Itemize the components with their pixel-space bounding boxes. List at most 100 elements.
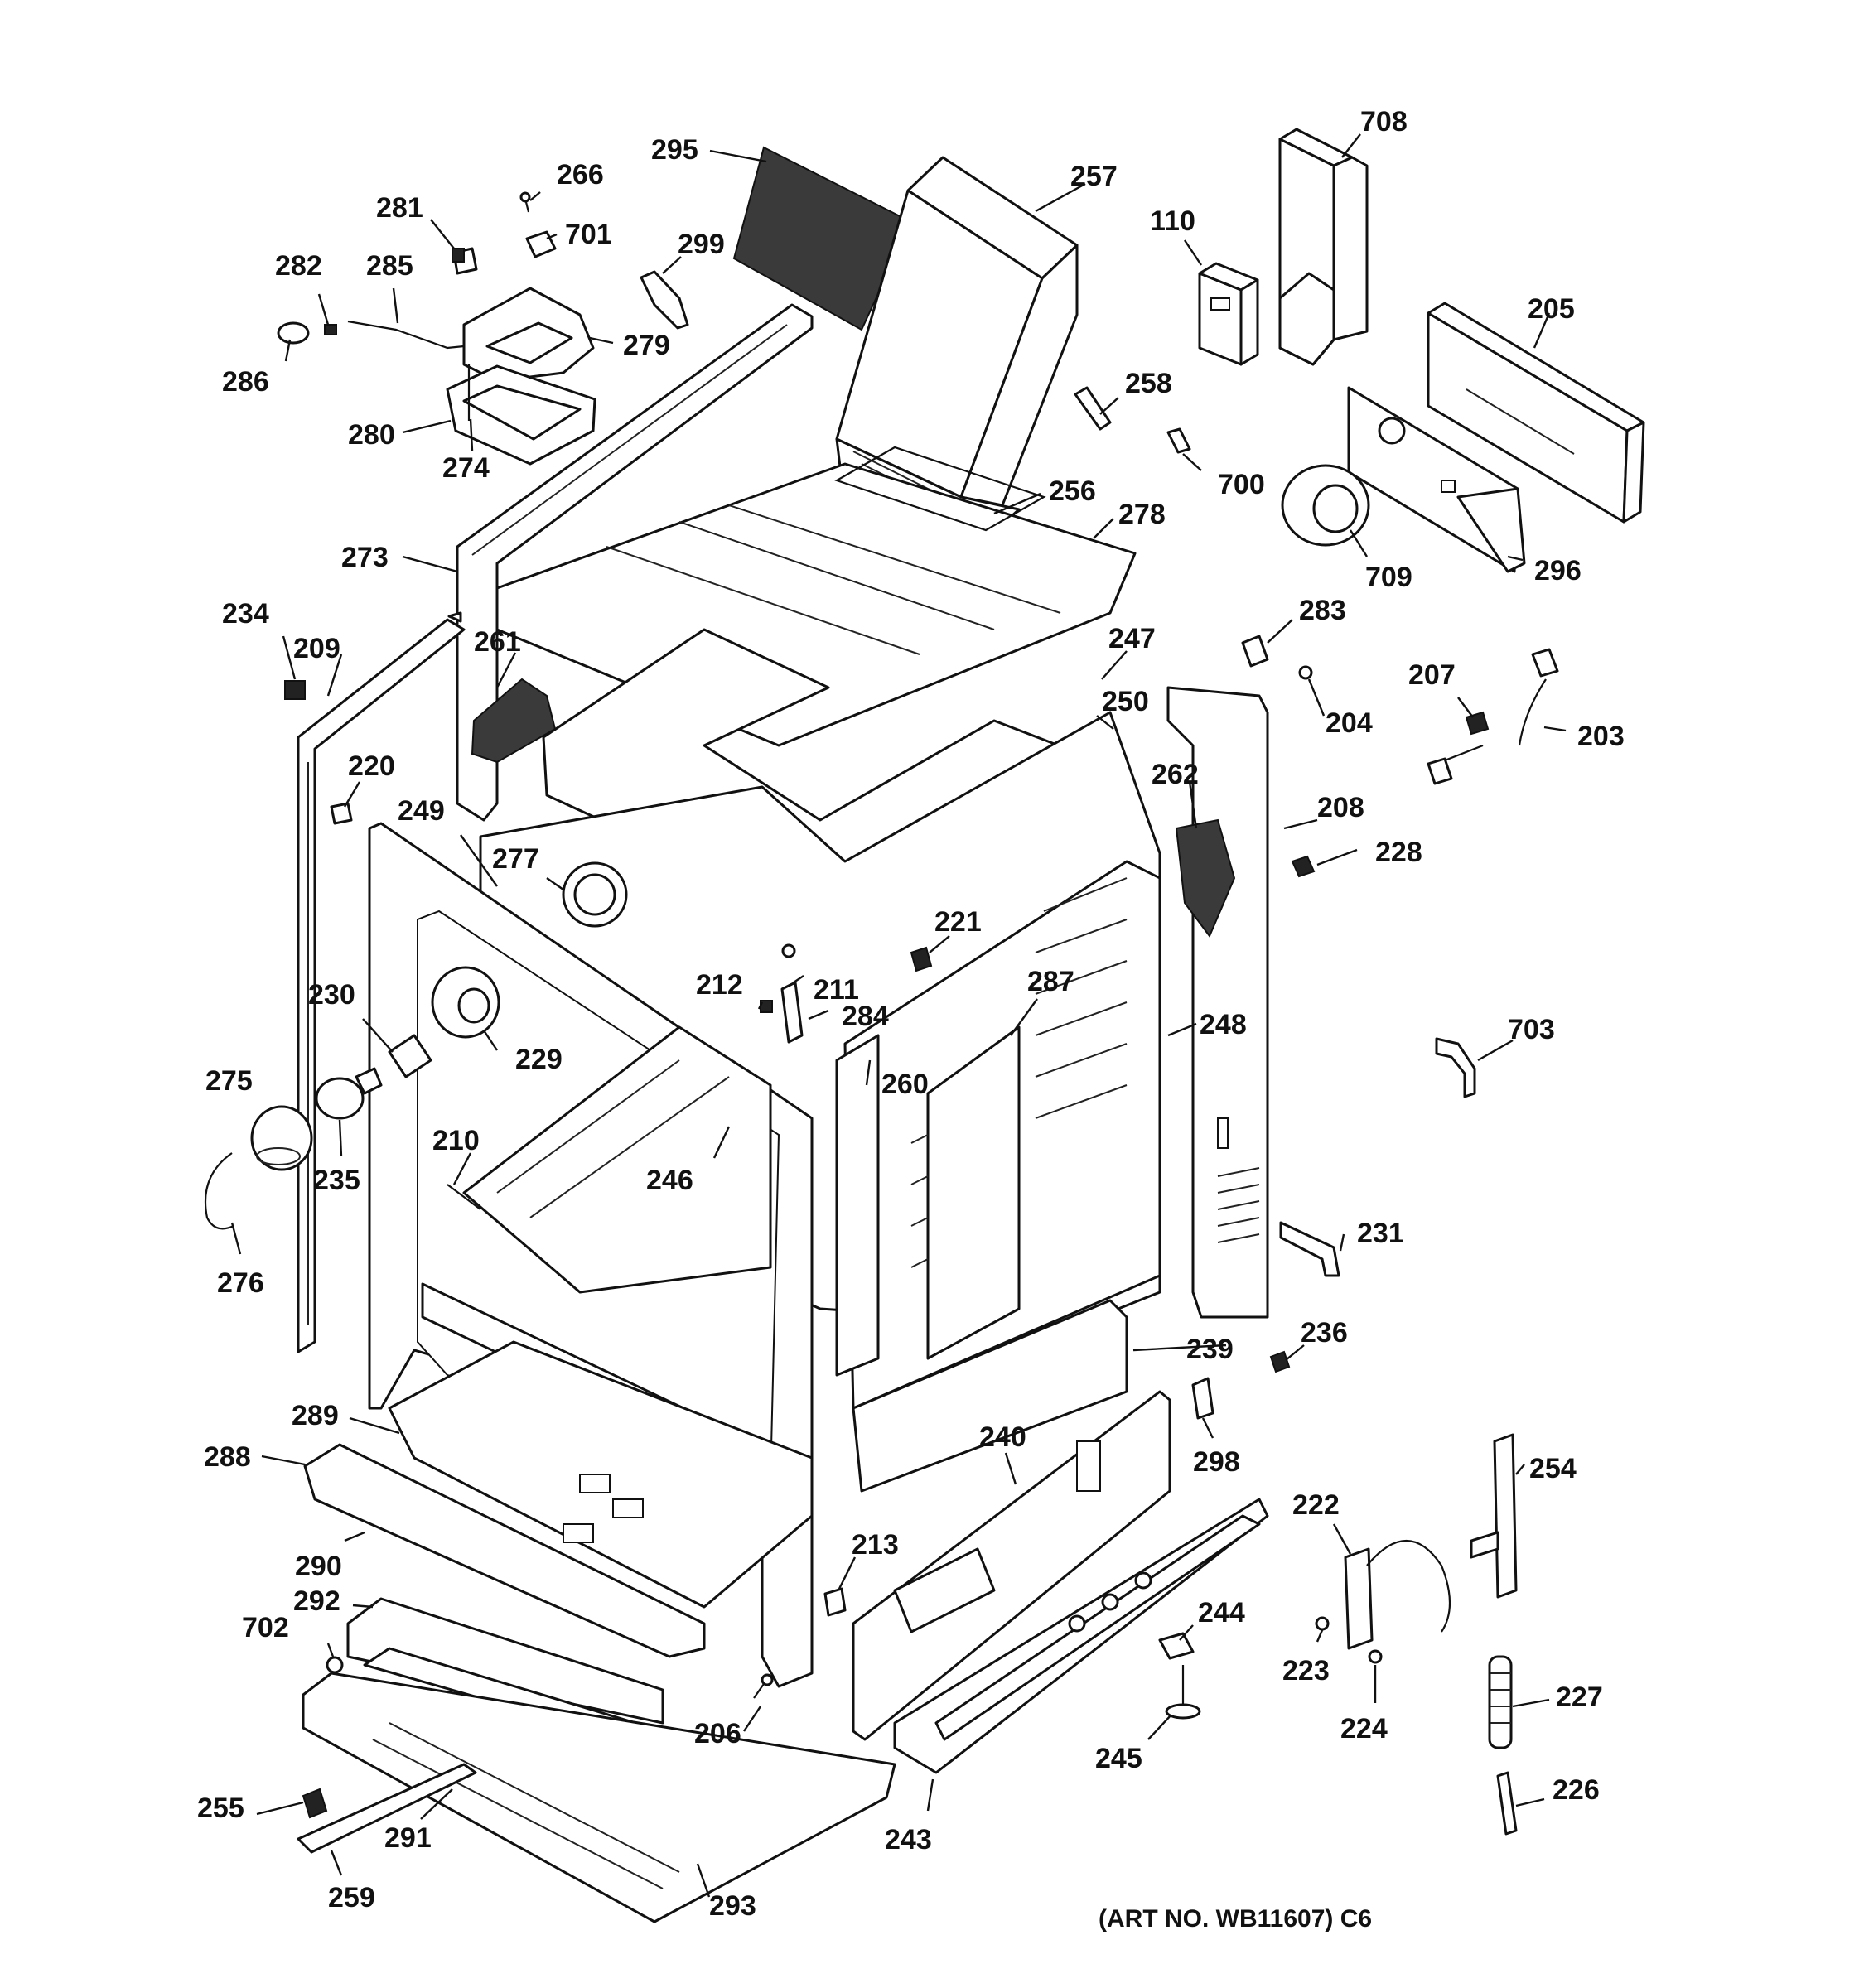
- kick-panel-240: [852, 1390, 1171, 1741]
- callout-249: 249: [398, 795, 445, 827]
- callout-247: 247: [1108, 623, 1156, 654]
- callout-256: 256: [1049, 475, 1096, 507]
- callout-223: 223: [1282, 1655, 1330, 1686]
- bottom-back-239: [852, 1299, 1128, 1493]
- callout-278: 278: [1118, 499, 1166, 530]
- side-trim-209: [297, 611, 466, 1353]
- back-panel-273: [456, 303, 814, 822]
- callout-284: 284: [842, 1001, 889, 1032]
- broiler-bottom-289: [388, 1340, 814, 1609]
- bracket-258: [1074, 386, 1112, 431]
- brackets-211-212-284: [760, 943, 804, 1044]
- part-213: [823, 1587, 847, 1617]
- callout-231: 231: [1357, 1218, 1404, 1249]
- callout-275: 275: [205, 1065, 253, 1097]
- callout-230: 230: [308, 979, 355, 1011]
- callout-288: 288: [204, 1441, 251, 1473]
- callout-261: 261: [474, 626, 521, 658]
- bracket-231: [1279, 1221, 1340, 1277]
- spring-227: [1488, 1655, 1513, 1749]
- callout-204: 204: [1326, 707, 1373, 739]
- callout-206: 206: [694, 1718, 741, 1749]
- small-hardware: [277, 191, 689, 466]
- liner-260: [835, 1034, 929, 1377]
- callout-239: 239: [1186, 1334, 1234, 1365]
- panel-287: [926, 1025, 1021, 1360]
- callout-259: 259: [328, 1882, 375, 1913]
- callout-234: 234: [222, 598, 269, 630]
- callout-260: 260: [881, 1069, 929, 1100]
- callout-283: 283: [1299, 595, 1346, 626]
- callout-227: 227: [1556, 1682, 1603, 1713]
- lens-275: [250, 1105, 313, 1171]
- callout-702: 702: [242, 1612, 289, 1643]
- callout-240: 240: [979, 1421, 1026, 1453]
- callout-258: 258: [1125, 368, 1172, 399]
- callout-289: 289: [292, 1400, 339, 1431]
- callout-298: 298: [1193, 1446, 1240, 1478]
- insulation-295: [732, 146, 913, 331]
- callout-110: 110: [1150, 205, 1195, 237]
- callout-287: 287: [1027, 966, 1074, 997]
- callout-labels: 708 295 257 266 281 701 110 299 282 285 …: [197, 106, 1625, 1933]
- panel-296: [1347, 386, 1526, 573]
- callout-700: 700: [1218, 469, 1265, 500]
- hinge-222: [1315, 1539, 1451, 1664]
- drawer-slide-291: [297, 1763, 477, 1854]
- front-rail-288: [303, 1443, 706, 1658]
- callout-274: 274: [442, 452, 490, 484]
- flange-709: [1281, 464, 1370, 547]
- parts-702-206: [326, 1656, 774, 1699]
- callout-280: 280: [348, 419, 395, 451]
- callout-290: 290: [295, 1551, 342, 1582]
- callout-254: 254: [1529, 1453, 1577, 1484]
- callout-255: 255: [197, 1793, 244, 1824]
- callout-292: 292: [293, 1585, 340, 1617]
- callout-250: 250: [1102, 686, 1149, 717]
- gasket-256: [834, 446, 1046, 532]
- light-socket: [388, 966, 500, 1078]
- callout-210: 210: [432, 1125, 480, 1156]
- callout-211: 211: [814, 974, 859, 1006]
- callout-299: 299: [678, 229, 725, 260]
- oven-floor-246: [462, 1025, 772, 1294]
- callout-222: 222: [1292, 1489, 1340, 1521]
- callout-281: 281: [376, 192, 423, 224]
- right-hardware: [1241, 635, 1559, 878]
- callout-295: 295: [651, 134, 698, 166]
- callout-221: 221: [934, 906, 982, 938]
- callout-296: 296: [1534, 555, 1582, 586]
- callout-285: 285: [366, 250, 413, 282]
- callout-209: 209: [293, 633, 340, 664]
- parts-236-298: [1191, 1350, 1291, 1420]
- callout-235: 235: [313, 1165, 360, 1196]
- callout-273: 273: [341, 542, 389, 573]
- callout-291: 291: [384, 1822, 432, 1854]
- leader-lines: [230, 133, 1567, 1898]
- callout-220: 220: [348, 750, 395, 782]
- callout-224: 224: [1340, 1713, 1388, 1744]
- shield-708: [1278, 128, 1369, 366]
- callout-203: 203: [1577, 721, 1625, 752]
- callout-293: 293: [709, 1890, 756, 1922]
- callout-208: 208: [1317, 792, 1364, 823]
- callout-708: 708: [1360, 106, 1408, 138]
- callout-245: 245: [1095, 1743, 1142, 1774]
- bracket-703: [1435, 1037, 1476, 1098]
- part-234: [284, 680, 306, 700]
- clip-700: [1166, 427, 1191, 454]
- hinge-254: [1470, 1433, 1518, 1599]
- callout-236: 236: [1301, 1317, 1348, 1349]
- leveling-leg: [1158, 1632, 1201, 1720]
- callout-228: 228: [1375, 837, 1422, 868]
- callout-701: 701: [565, 219, 612, 250]
- callout-709: 709: [1365, 562, 1412, 593]
- bulb-235: [315, 1067, 383, 1120]
- rail-210: [447, 1184, 481, 1210]
- bottom-pan-293: [302, 1672, 896, 1923]
- drawer-rail-243: [893, 1498, 1269, 1774]
- callout-213: 213: [852, 1529, 899, 1561]
- part-255: [302, 1788, 328, 1819]
- callout-248: 248: [1200, 1009, 1247, 1040]
